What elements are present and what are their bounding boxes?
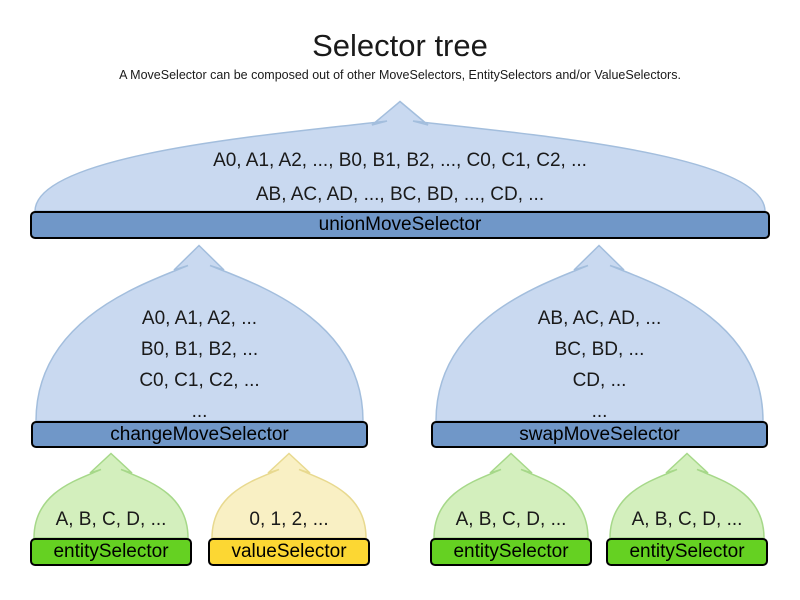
- funnel-line: BC, BD, ...: [554, 339, 645, 360]
- funnel-entity-selector-3: A, B, C, D, ... entitySelector: [606, 452, 768, 568]
- funnel-line: ...: [591, 401, 608, 422]
- diagram-subtitle: A MoveSelector can be composed out of ot…: [119, 68, 681, 82]
- funnel-content-lines: A, B, C, D, ...: [606, 508, 768, 532]
- funnel-value-selector: 0, 1, 2, ... valueSelector: [208, 452, 370, 568]
- funnel-line: A0, A1, A2, ...: [141, 308, 258, 329]
- funnel-line: CD, ...: [572, 370, 627, 391]
- funnel-line: A, B, C, D, ...: [455, 509, 567, 530]
- funnel-content-lines: A, B, C, D, ...: [430, 508, 592, 532]
- funnel-line: B0, B1, B2, ...: [140, 339, 259, 360]
- diagram-title: Selector tree: [312, 28, 488, 63]
- funnel-entity-selector-2: A, B, C, D, ... entitySelector: [430, 452, 592, 568]
- funnel-content-lines: 0, 1, 2, ...: [208, 508, 370, 532]
- funnel-line: 0, 1, 2, ...: [249, 509, 329, 530]
- funnel-content-lines: A0, A1, A2, ..., B0, B1, B2, ..., C0, C1…: [30, 144, 770, 212]
- change-move-selector-bar: changeMoveSelector: [31, 421, 368, 448]
- swap-move-selector-bar: swapMoveSelector: [431, 421, 768, 448]
- funnel-content-lines: A, B, C, D, ...: [30, 508, 192, 532]
- funnel-content-lines: AB, AC, AD, ... BC, BD, ... CD, ... ...: [431, 303, 768, 427]
- funnel-union-move-selector: A0, A1, A2, ..., B0, B1, B2, ..., C0, C1…: [30, 100, 770, 240]
- funnel-line: A, B, C, D, ...: [631, 509, 743, 530]
- value-selector-bar: valueSelector: [208, 538, 370, 566]
- funnel-entity-selector-1: A, B, C, D, ... entitySelector: [30, 452, 192, 568]
- funnel-line: A0, A1, A2, ..., B0, B1, B2, ..., C0, C1…: [213, 150, 587, 171]
- funnel-line: AB, AC, AD, ..., BC, BD, ..., CD, ...: [255, 184, 545, 205]
- funnel-content-lines: A0, A1, A2, ... B0, B1, B2, ... C0, C1, …: [31, 303, 368, 427]
- entity-selector-bar: entitySelector: [30, 538, 192, 566]
- funnel-line: AB, AC, AD, ...: [537, 308, 662, 329]
- funnel-swap-move-selector: AB, AC, AD, ... BC, BD, ... CD, ... ... …: [431, 244, 768, 450]
- funnel-line: A, B, C, D, ...: [55, 509, 167, 530]
- union-move-selector-bar: unionMoveSelector: [30, 211, 770, 239]
- entity-selector-bar: entitySelector: [430, 538, 592, 566]
- entity-selector-bar: entitySelector: [606, 538, 768, 566]
- funnel-change-move-selector: A0, A1, A2, ... B0, B1, B2, ... C0, C1, …: [31, 244, 368, 450]
- funnel-line: C0, C1, C2, ...: [139, 370, 260, 391]
- funnel-line: ...: [191, 401, 208, 422]
